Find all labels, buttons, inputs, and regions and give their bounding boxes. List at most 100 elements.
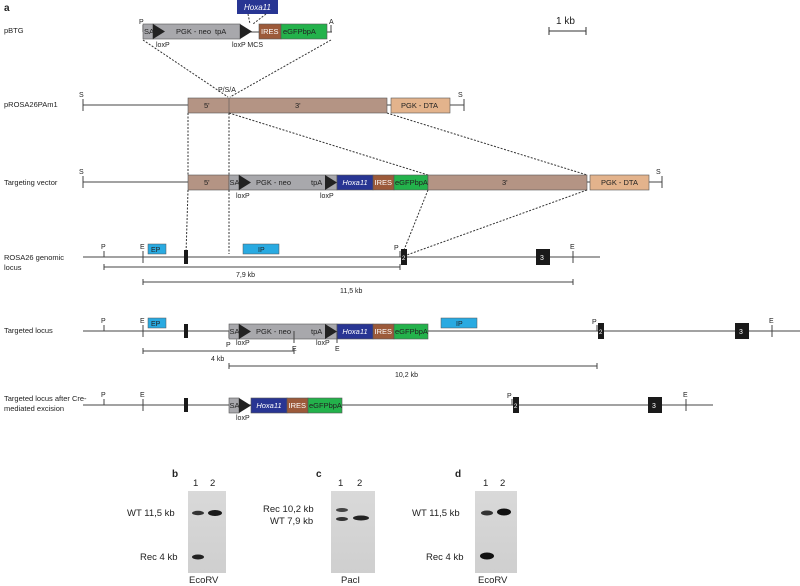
blot-panel-c: c 1 2 Rec 10,2 kb WT 7,9 kb PacI (263, 469, 375, 586)
blot-d-enzyme: EcoRV (478, 575, 508, 586)
panel-label-c: c (316, 469, 322, 480)
loxp-label: loxP (236, 193, 250, 200)
band-wt-lane1 (481, 510, 493, 516)
lane-label-2: 2 (210, 478, 215, 489)
probe-ep (147, 243, 167, 255)
band-wt-lane2 (208, 510, 222, 516)
loxp-arrow (153, 24, 165, 39)
insertion-guide-left (142, 39, 229, 98)
row-label-genomic-2: locus (4, 263, 22, 272)
row-targeted-locus: Targeted locus P E EP P SA PGK - neo tpA… (4, 317, 800, 379)
exon-3 (735, 323, 749, 339)
site-p: P (507, 393, 512, 400)
fragment-4-label: 4 kb (211, 356, 224, 363)
loxp-label: loxP (236, 340, 250, 347)
dta-box (589, 174, 650, 191)
loxp-label: loxP (316, 340, 330, 347)
exon-2 (401, 249, 407, 265)
dta-label: PGK - DTA (601, 178, 638, 187)
sa-label: SA (230, 401, 240, 410)
dta-label: PGK - DTA (401, 101, 438, 110)
blot-panel-d: d 1 2 WT 11,5 kb Rec 4 kb EcoRV (412, 469, 517, 586)
site-p: P (101, 244, 106, 251)
pgk-neo-label: PGK - neo (256, 327, 291, 336)
tpa-label: tpA (311, 178, 322, 187)
sa-label: SA (144, 27, 154, 36)
panel-label-a: a (4, 3, 10, 14)
band-rec-lane1 (336, 508, 348, 512)
site-s: S (458, 92, 463, 99)
hoxa11-label: Hoxa11 (342, 327, 367, 336)
locus-guide (185, 189, 189, 255)
egfp-box (307, 397, 343, 414)
exon-2-label: 2 (599, 330, 603, 336)
lane-label-1: 1 (338, 478, 343, 489)
blot-c-rec-label: Rec 10,2 kb (263, 504, 314, 515)
probe-ip (242, 243, 280, 255)
loxp-label: loxP (236, 415, 250, 422)
loxp-arrow (239, 398, 251, 413)
blot-b-wt-label: WT 11,5 kb (127, 508, 175, 519)
panel-label-d: d (455, 469, 461, 480)
scale-bar-label: 1 kb (556, 16, 575, 27)
loxp-arrow (240, 24, 252, 39)
row-label-prosa: pROSA26PAm1 (4, 100, 58, 109)
tpa-label: tpA (215, 27, 226, 36)
scale-bar: 1 kb (548, 16, 587, 35)
blot-d-wt-label: WT 11,5 kb (412, 508, 460, 519)
site-p: P (101, 392, 106, 399)
site-s: S (656, 169, 661, 176)
exon-2-label: 2 (514, 404, 518, 410)
blot-membrane-b (188, 491, 226, 573)
three-arm-box (427, 174, 588, 191)
five-prime-label: 5' (204, 178, 210, 187)
exon-1 (184, 324, 188, 338)
probe-ep-label: EP (151, 247, 161, 254)
row-label-targeted: Targeted locus (4, 326, 53, 335)
five-prime-label: 5' (204, 101, 210, 110)
site-p: P (394, 245, 399, 252)
band-wt-lane1 (192, 510, 204, 516)
exon-2-label: 2 (402, 256, 406, 262)
probe-ip (440, 317, 478, 329)
locus-guide (403, 189, 588, 257)
egfp-label: eGFPbpA (283, 27, 316, 36)
site-a: A (329, 19, 334, 26)
three-prime-label: 3' (502, 178, 508, 187)
pgk-neo-label: PGK - neo (256, 178, 291, 187)
ires-label: IRES (375, 178, 393, 187)
hoxa11-label: Hoxa11 (342, 178, 367, 187)
exon-3-label: 3 (652, 403, 656, 410)
band-wt-lane2 (497, 508, 511, 516)
homology-arm-box (187, 97, 388, 114)
row-pbtg: pBTG Hoxa11 P SA PGK - neo tpA IRES eGFP… (4, 0, 334, 49)
hoxa11-insert-guide-left (247, 13, 251, 25)
vector-guide (386, 112, 588, 176)
probe-ip-label: IP (258, 247, 265, 254)
loxp-label: loxP (156, 42, 170, 49)
site-e: E (140, 244, 145, 251)
egfp-box (393, 323, 429, 340)
exon-1 (184, 250, 188, 264)
row-label-cre-2: mediated excision (4, 404, 64, 413)
exon-1 (184, 398, 188, 412)
exon-3-label: 3 (540, 255, 544, 262)
band-rec-lane1 (480, 552, 494, 560)
site-e: E (683, 392, 688, 399)
lane-label-1: 1 (193, 478, 198, 489)
exon-2 (598, 323, 604, 339)
loxp-arrow (239, 175, 251, 190)
band-wt-lane1 (336, 517, 348, 521)
loxp-mcs-label: loxP MCS (232, 42, 263, 49)
blot-b-rec-label: Rec 4 kb (140, 552, 178, 563)
band-wt-lane2 (353, 515, 369, 521)
exon-3-label: 3 (739, 329, 743, 336)
hoxa11-insert-label: Hoxa11 (244, 3, 271, 12)
egfp-label: eGFPbpA (395, 178, 428, 187)
row-prosa26pam1: pROSA26PAm1 S S 5' 3' P/S/A PGK - DTA (4, 87, 465, 114)
row-label-genomic-1: ROSA26 genomic (4, 253, 64, 262)
psa-label: P/S/A (218, 87, 236, 94)
row-label-pbtg: pBTG (4, 26, 24, 35)
locus-guide (403, 189, 429, 251)
